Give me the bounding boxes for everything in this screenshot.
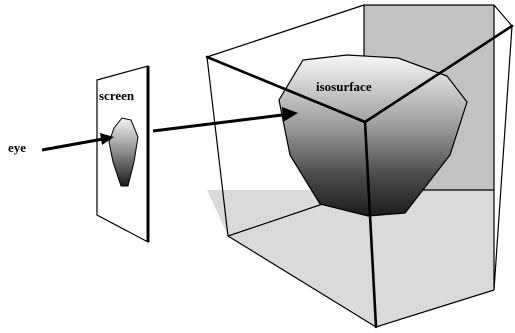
eye-ray xyxy=(41,137,104,152)
projected-shape xyxy=(108,117,139,187)
cube-floor xyxy=(207,190,494,327)
isosurface-label: isosurface xyxy=(316,79,372,94)
screen-label: screen xyxy=(99,88,135,103)
eye-ray-arrowhead xyxy=(100,133,114,145)
cube-front-edges xyxy=(205,24,514,329)
screen-ray xyxy=(152,113,283,133)
screen-ray-arrowhead xyxy=(282,107,298,122)
isosurface-shape xyxy=(278,54,468,217)
eye-label: eye xyxy=(8,140,26,155)
cube-outline xyxy=(493,4,513,291)
